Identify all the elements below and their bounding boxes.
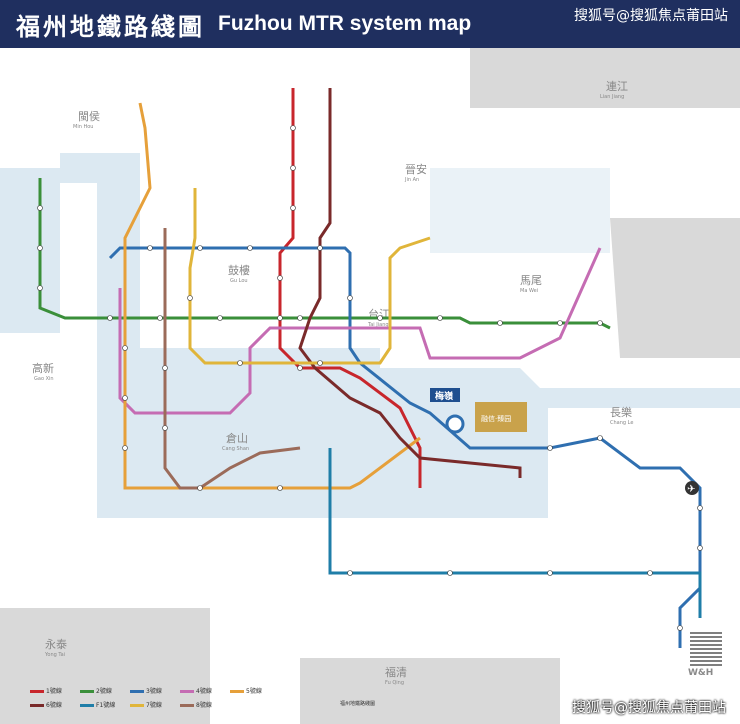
line-3 — [108, 246, 702, 648]
legend-item: 8號線 — [180, 700, 212, 709]
legend-label: 8號線 — [196, 702, 212, 709]
line-f1 — [328, 448, 702, 618]
line-6 — [298, 88, 522, 478]
district-gaoxin-en: Gao Xin — [34, 376, 54, 382]
airplane-icon: ✈ — [687, 484, 695, 495]
footnote: 福州地鐵路綫圖 — [340, 701, 376, 707]
legend-swatch — [230, 690, 244, 693]
district-jinan: 晉安 — [405, 162, 427, 176]
district-gaoxin: 高新 — [32, 361, 54, 375]
watermark-top: 搜狐号@搜狐焦点莆田站 — [574, 8, 728, 24]
district-gulou-en: Gu Lou — [230, 278, 248, 284]
highlight-station-label-box — [430, 388, 460, 402]
project-badge — [475, 402, 527, 432]
station-markers — [37, 125, 703, 631]
airport-icon — [685, 481, 699, 495]
district-fuqing: 福清 — [385, 665, 407, 679]
legend-item: 5號線 — [230, 686, 262, 695]
district-mawei: 馬尾 — [520, 274, 542, 287]
line-1 — [278, 88, 422, 488]
watermark-bottom: 搜狐号@搜狐焦点莆田站 — [572, 700, 726, 716]
legend-swatch — [80, 704, 94, 707]
highlight-station-ring — [445, 414, 465, 434]
legend-label: 6號線 — [46, 702, 62, 709]
header-bar: 福州地鐵路綫圖 Fuzhou MTR system map 搜狐号@搜狐焦点莆田… — [0, 0, 740, 48]
district-cangshan: 倉山 — [226, 431, 248, 445]
legend-label: 3號線 — [146, 688, 162, 695]
legend-label: 5號線 — [246, 688, 262, 695]
legend-item: 3號線 — [130, 686, 162, 695]
legend-item: 4號線 — [180, 686, 212, 695]
legend-swatch — [180, 704, 194, 707]
district-cangshan-en: Cang Shan — [222, 446, 249, 452]
district-yongtai: 永泰 — [45, 637, 67, 651]
project-badge-label: 融信·臻园 — [481, 414, 511, 423]
highlight-station-label: 梅嶺 — [435, 390, 453, 402]
legend-item: 1號線 — [30, 686, 62, 695]
title-chinese: 福州地鐵路綫圖 — [16, 12, 205, 41]
map-canvas: 閩侯 Min Hou 晉安 Jin An 連江 Lian Jiang 鼓樓 Gu… — [0, 48, 740, 724]
qr-code — [690, 632, 722, 666]
line-legend: 1號線 2號線 3號線 4號線 5號線 6號線 F1號線 7號線 8號線 — [30, 682, 440, 718]
legend-label: 7號線 — [146, 702, 162, 709]
line-7 — [188, 188, 431, 365]
district-taijiang-en: Tai Jiang — [367, 322, 389, 328]
legend-item: 2號線 — [80, 686, 112, 695]
district-lianjiang-en: Lian Jiang — [600, 94, 624, 100]
district-jinan-en: Jin An — [404, 177, 419, 183]
legend-swatch — [80, 690, 94, 693]
title-english: Fuzhou MTR system map — [218, 12, 472, 35]
brand-logo: W&H — [688, 668, 714, 678]
land-south-center — [300, 658, 560, 724]
legend-swatch — [180, 690, 194, 693]
legend-label: 2號線 — [96, 688, 112, 695]
district-fuqing-en: Fu Qing — [385, 680, 404, 686]
legend-swatch — [130, 690, 144, 693]
district-yongtai-en: Yong Tai — [44, 652, 65, 658]
legend-swatch — [30, 690, 44, 693]
map-area: 閩侯 Min Hou 晉安 Jin An 連江 Lian Jiang 鼓樓 Gu… — [0, 48, 740, 724]
district-minhou: 閩侯 — [78, 109, 100, 123]
river-min — [60, 153, 740, 518]
land-mawei — [610, 218, 740, 358]
district-changle: 長樂 — [610, 405, 632, 419]
legend-swatch — [30, 704, 44, 707]
river-upper — [430, 168, 610, 253]
land-north-east — [470, 48, 740, 108]
legend-swatch — [130, 704, 144, 707]
line-4 — [118, 247, 602, 415]
district-gulou: 鼓樓 — [228, 263, 250, 277]
legend-item: 7號線 — [130, 700, 162, 709]
legend-label: 1號線 — [46, 688, 62, 695]
legend-label: 4號線 — [196, 688, 212, 695]
legend-label: F1號線 — [96, 702, 116, 709]
legend-item: 6號線 — [30, 700, 62, 709]
district-mawei-en: Ma Wei — [520, 288, 538, 294]
legend-item: F1號線 — [80, 700, 115, 709]
line-5 — [123, 102, 421, 490]
district-lianjiang: 連江 — [606, 79, 628, 93]
land-south-west — [0, 608, 210, 724]
district-minhou-en: Min Hou — [73, 124, 93, 130]
river-west — [0, 168, 60, 333]
district-changle-en: Chang Le — [610, 420, 633, 426]
